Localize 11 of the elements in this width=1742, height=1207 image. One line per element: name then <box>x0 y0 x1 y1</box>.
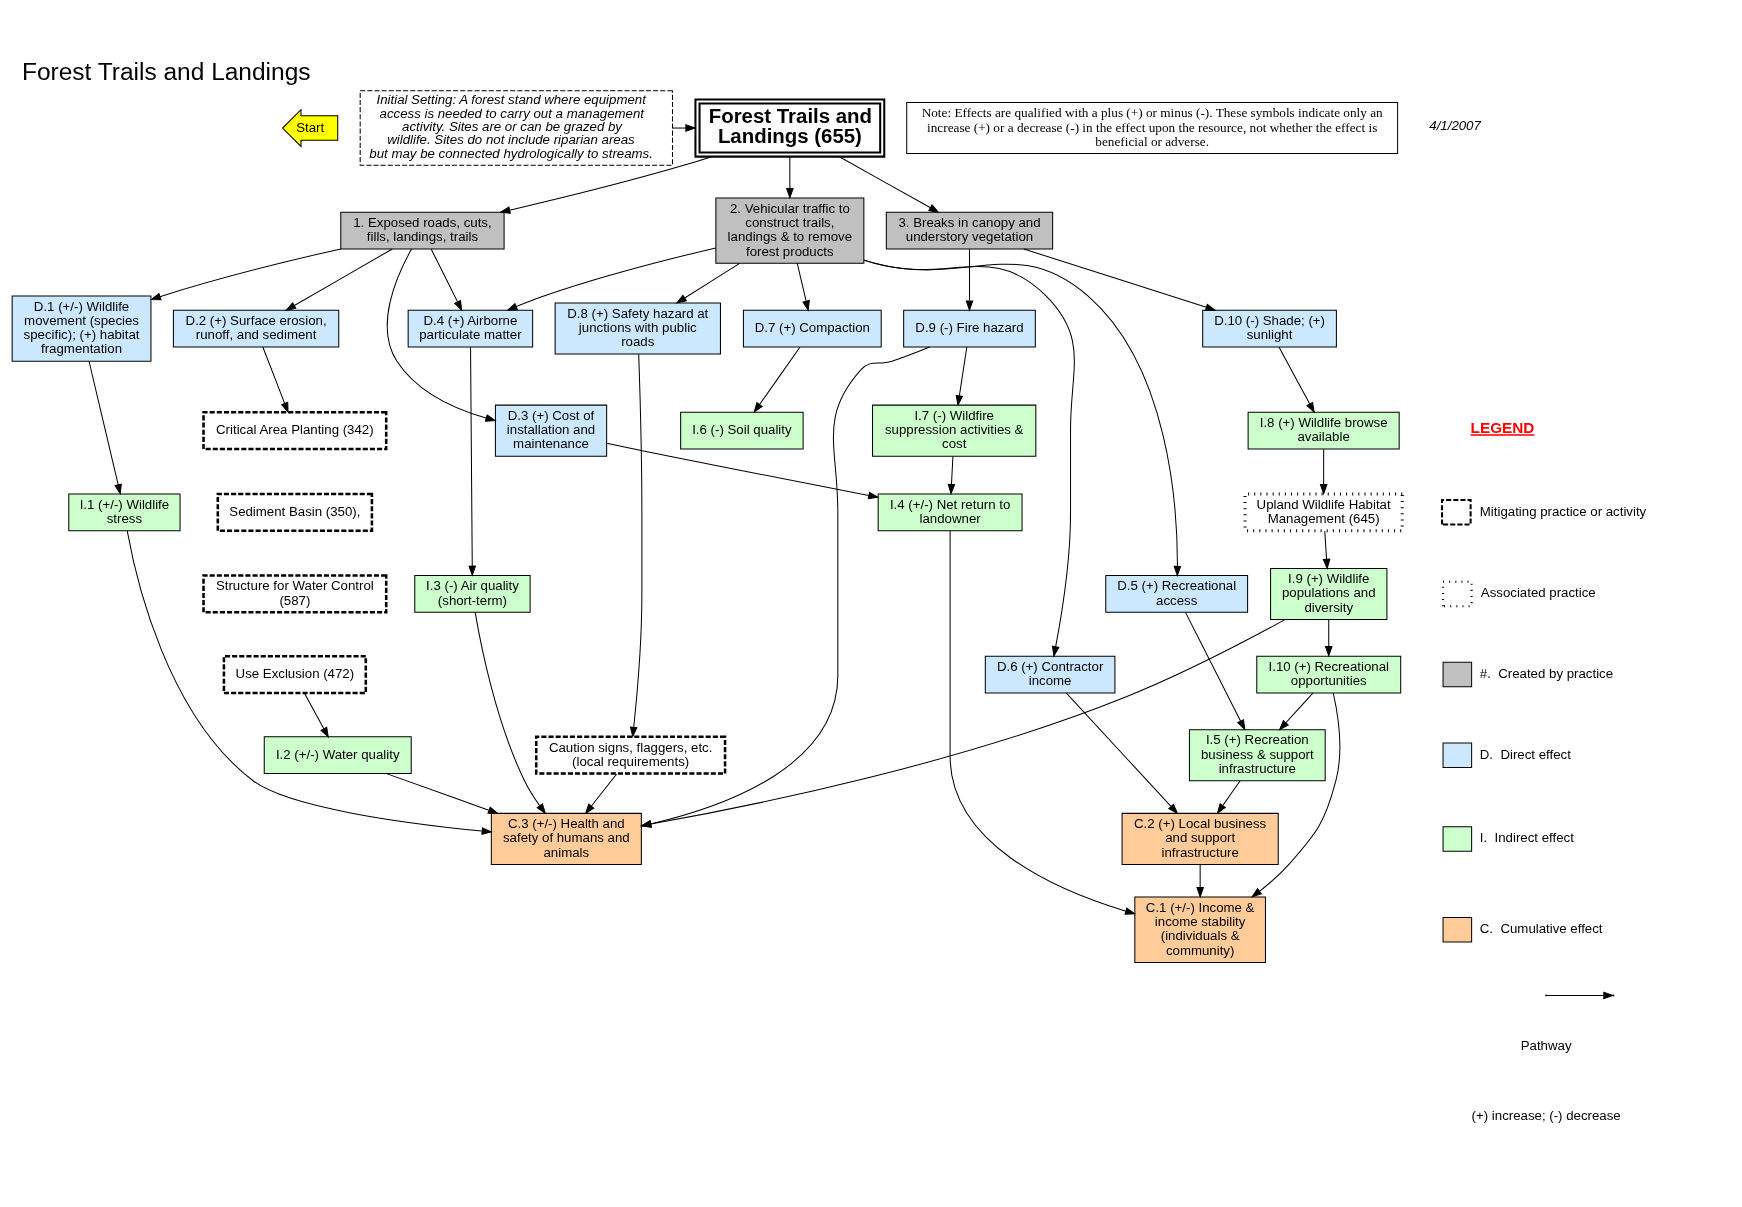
legend-label: Pathway <box>1520 1038 1572 1054</box>
legend-label: D. Direct effect <box>1479 746 1571 762</box>
label: 4/1/2007 <box>1429 118 1481 134</box>
legend-label: C. Cumulative effect <box>1479 921 1603 937</box>
label: LEGEND <box>1470 419 1535 437</box>
diagram-title: Forest Trails and Landings <box>22 57 311 85</box>
legend-label: I. Indirect effect <box>1479 830 1574 846</box>
legend-label: Associated practice <box>1480 585 1596 601</box>
legend-label: Mitigating practice or activity <box>1479 503 1647 519</box>
label: (+) increase; (-) decrease <box>1471 1107 1621 1123</box>
legend-label: #. Created by practice <box>1479 666 1614 682</box>
